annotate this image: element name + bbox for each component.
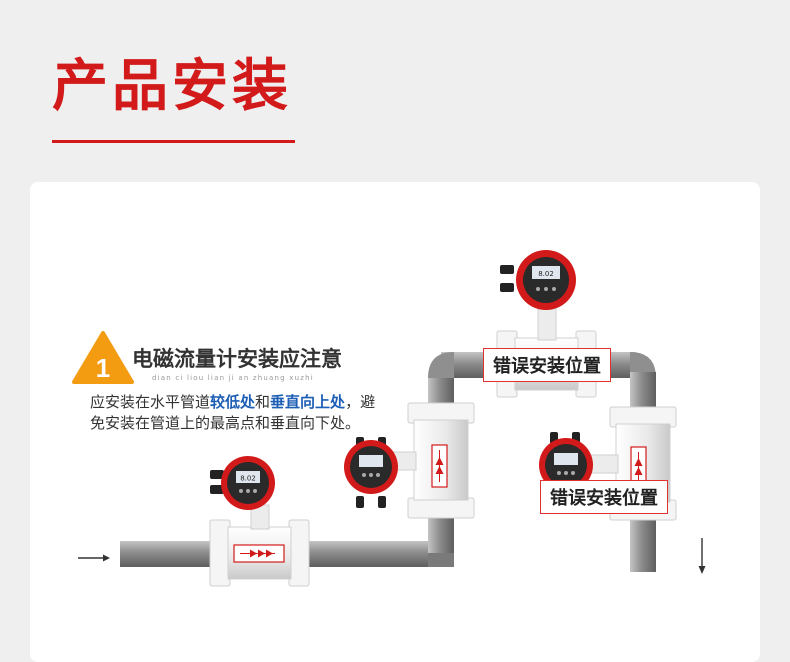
desc-text: 应安装在水平管道 [90, 393, 211, 411]
flowmeter-vertical-down-wrong [539, 406, 677, 521]
desc-text: 和 [255, 393, 271, 411]
notice-pinyin: dian ci liou lian ji an zhuang xuzhi [152, 374, 314, 382]
installation-diagram: 8.02 8.02 [72, 250, 706, 587]
notice-description: 应安装在水平管道较低处和垂直向上处，避免安装在管道上的最高点和垂直向下处。 [90, 392, 390, 434]
wrong-position-label-top: 错误安装位置 [483, 348, 611, 382]
desc-highlight-low-point: 较低处 [210, 393, 256, 411]
warning-triangle-icon: 1 [72, 331, 134, 384]
notice-number: 1 [96, 353, 110, 383]
meter-readout: 8.02 [240, 475, 256, 483]
flowmeter-horizontal-low: 8.02 [209, 456, 310, 587]
title-underline [52, 140, 295, 143]
desc-text: ，避免安装在管道上的最高点和垂直向下处。 [90, 393, 376, 432]
wrong-position-label-vertical-down: 错误安装位置 [540, 480, 668, 514]
desc-highlight-vertical-up: 垂直向上处 [270, 393, 346, 411]
flow-arrow-icon [698, 538, 706, 574]
meter-readout: 8.02 [538, 270, 554, 278]
flowmeter-vertical-up [344, 402, 475, 519]
page-title: 产品安装 [52, 54, 292, 119]
flow-arrow-icon [78, 554, 110, 562]
notice-title: 电磁流量计安装应注意 [132, 347, 342, 371]
